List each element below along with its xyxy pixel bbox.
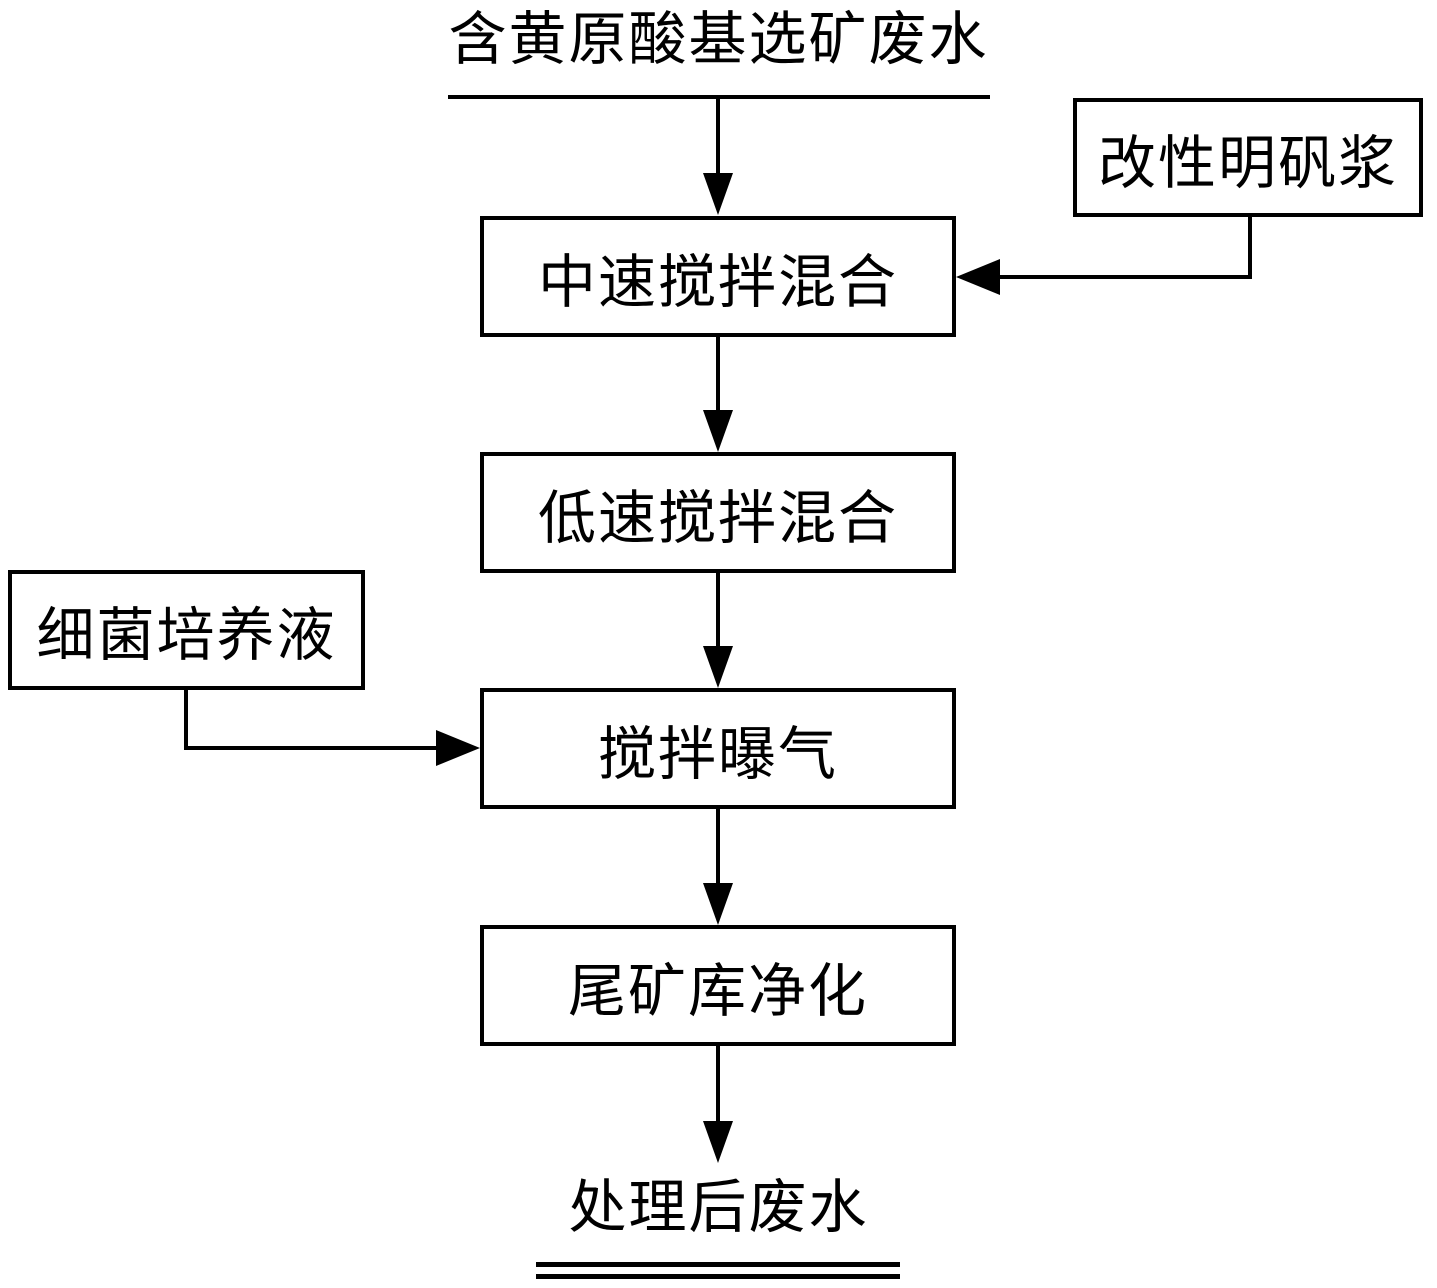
arrowhead-down-icon <box>703 1121 733 1163</box>
input-box-modified-alum: 改性明矾浆 <box>1073 98 1423 217</box>
input-box-modified-alum-label: 改性明矾浆 <box>1097 130 1398 196</box>
process-box-low-speed-mixing: 低速搅拌混合 <box>480 452 956 573</box>
arrowhead-down-icon <box>703 410 733 452</box>
process-box-medium-speed-mixing: 中速搅拌混合 <box>480 216 956 337</box>
process-box-tailings-pond-purification-label: 尾矿库净化 <box>567 958 868 1024</box>
input-box-bacteria-culture-label: 细菌培养液 <box>36 603 337 668</box>
arrowhead-right-icon <box>436 730 480 766</box>
arrowhead-left-icon <box>956 259 1000 295</box>
down-arrow-5-shaft <box>716 1046 720 1122</box>
alum-connector-horizontal-line <box>996 275 1252 279</box>
bacteria-connector-vertical-line <box>184 690 188 750</box>
output-label: 处理后废水 <box>568 1175 869 1240</box>
source-label: 含黄原酸基选矿废水 <box>448 7 989 72</box>
down-arrow-3-shaft <box>716 573 720 648</box>
process-box-stir-aeration: 搅拌曝气 <box>480 688 956 809</box>
arrowhead-down-icon <box>703 173 733 215</box>
process-box-medium-speed-mixing-label: 中速搅拌混合 <box>537 249 898 315</box>
arrowhead-down-icon <box>703 883 733 925</box>
input-box-bacteria-culture: 细菌培养液 <box>8 570 365 690</box>
process-box-stir-aeration-label: 搅拌曝气 <box>597 721 838 787</box>
down-arrow-4-shaft <box>716 809 720 884</box>
down-arrow-2-shaft <box>716 337 720 412</box>
alum-connector-vertical-line <box>1248 217 1252 279</box>
down-arrow-1-shaft <box>716 95 720 175</box>
output-double-underline-top <box>536 1262 900 1267</box>
process-box-tailings-pond-purification: 尾矿库净化 <box>480 925 956 1046</box>
process-box-low-speed-mixing-label: 低速搅拌混合 <box>537 485 898 551</box>
bacteria-connector-horizontal-line <box>184 746 438 750</box>
output-double-underline-bottom <box>536 1274 900 1279</box>
arrowhead-down-icon <box>703 646 733 688</box>
